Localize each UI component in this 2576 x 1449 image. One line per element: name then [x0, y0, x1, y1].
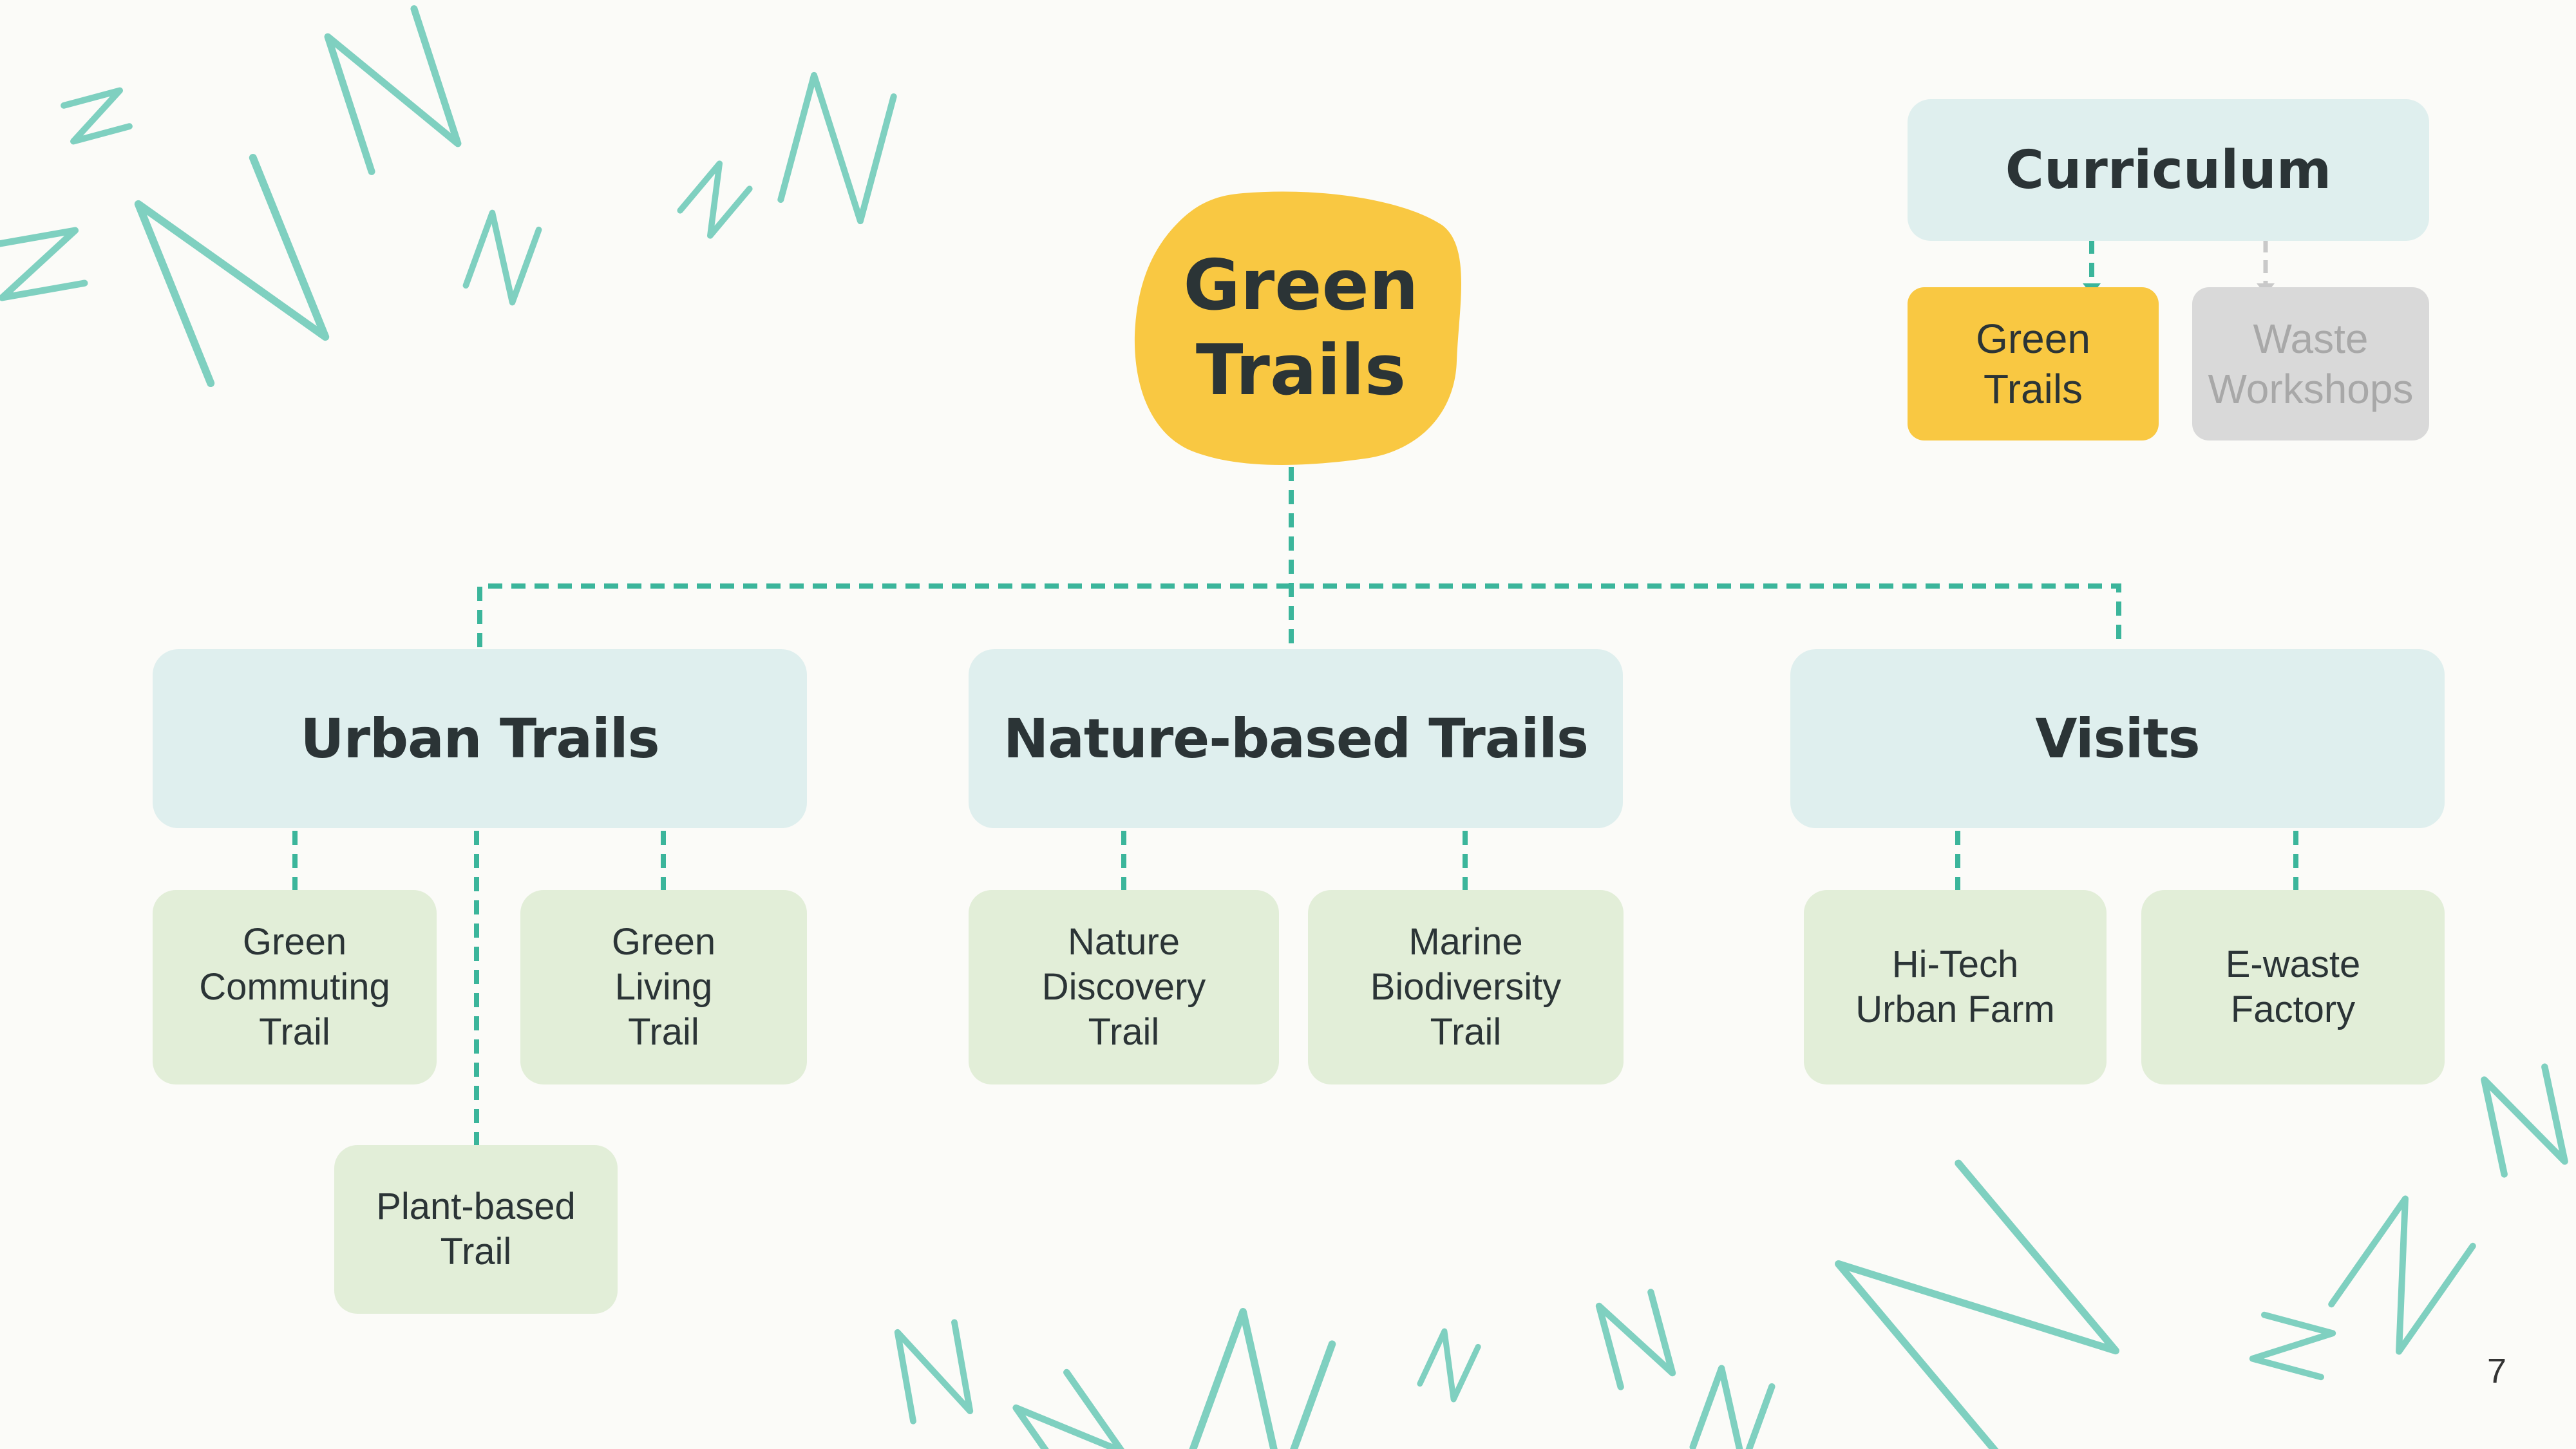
- curriculum-title: Curriculum: [1908, 99, 2429, 241]
- root-blob: [1134, 191, 1462, 465]
- leaf-nature-discovery-trail: Nature Discovery Trail: [969, 890, 1279, 1084]
- leaf-green-commuting-trail: Green Commuting Trail: [153, 890, 437, 1084]
- leaf-marine-biodiversity-trail: Marine Biodiversity Trail: [1308, 890, 1624, 1084]
- root-node-label: Green Trails: [1183, 245, 1419, 411]
- leaf-e-waste-factory: E-waste Factory: [2141, 890, 2445, 1084]
- category-visits: Visits: [1790, 649, 2445, 828]
- leaf-green-living-trail: Green Living Trail: [520, 890, 807, 1084]
- leaf-plant-based-trail: Plant-based Trail: [334, 1145, 618, 1314]
- category-urban-trails: Urban Trails: [153, 649, 807, 828]
- curriculum-item-green-trails[interactable]: Green Trails: [1908, 287, 2159, 440]
- category-nature-based-trails: Nature-based Trails: [969, 649, 1623, 828]
- page-number: 7: [2487, 1352, 2507, 1390]
- curriculum-item-waste-workshops[interactable]: Waste Workshops: [2192, 287, 2429, 440]
- leaf-hi-tech-urban-farm: Hi-Tech Urban Farm: [1804, 890, 2107, 1084]
- branch-bar: [477, 583, 2121, 647]
